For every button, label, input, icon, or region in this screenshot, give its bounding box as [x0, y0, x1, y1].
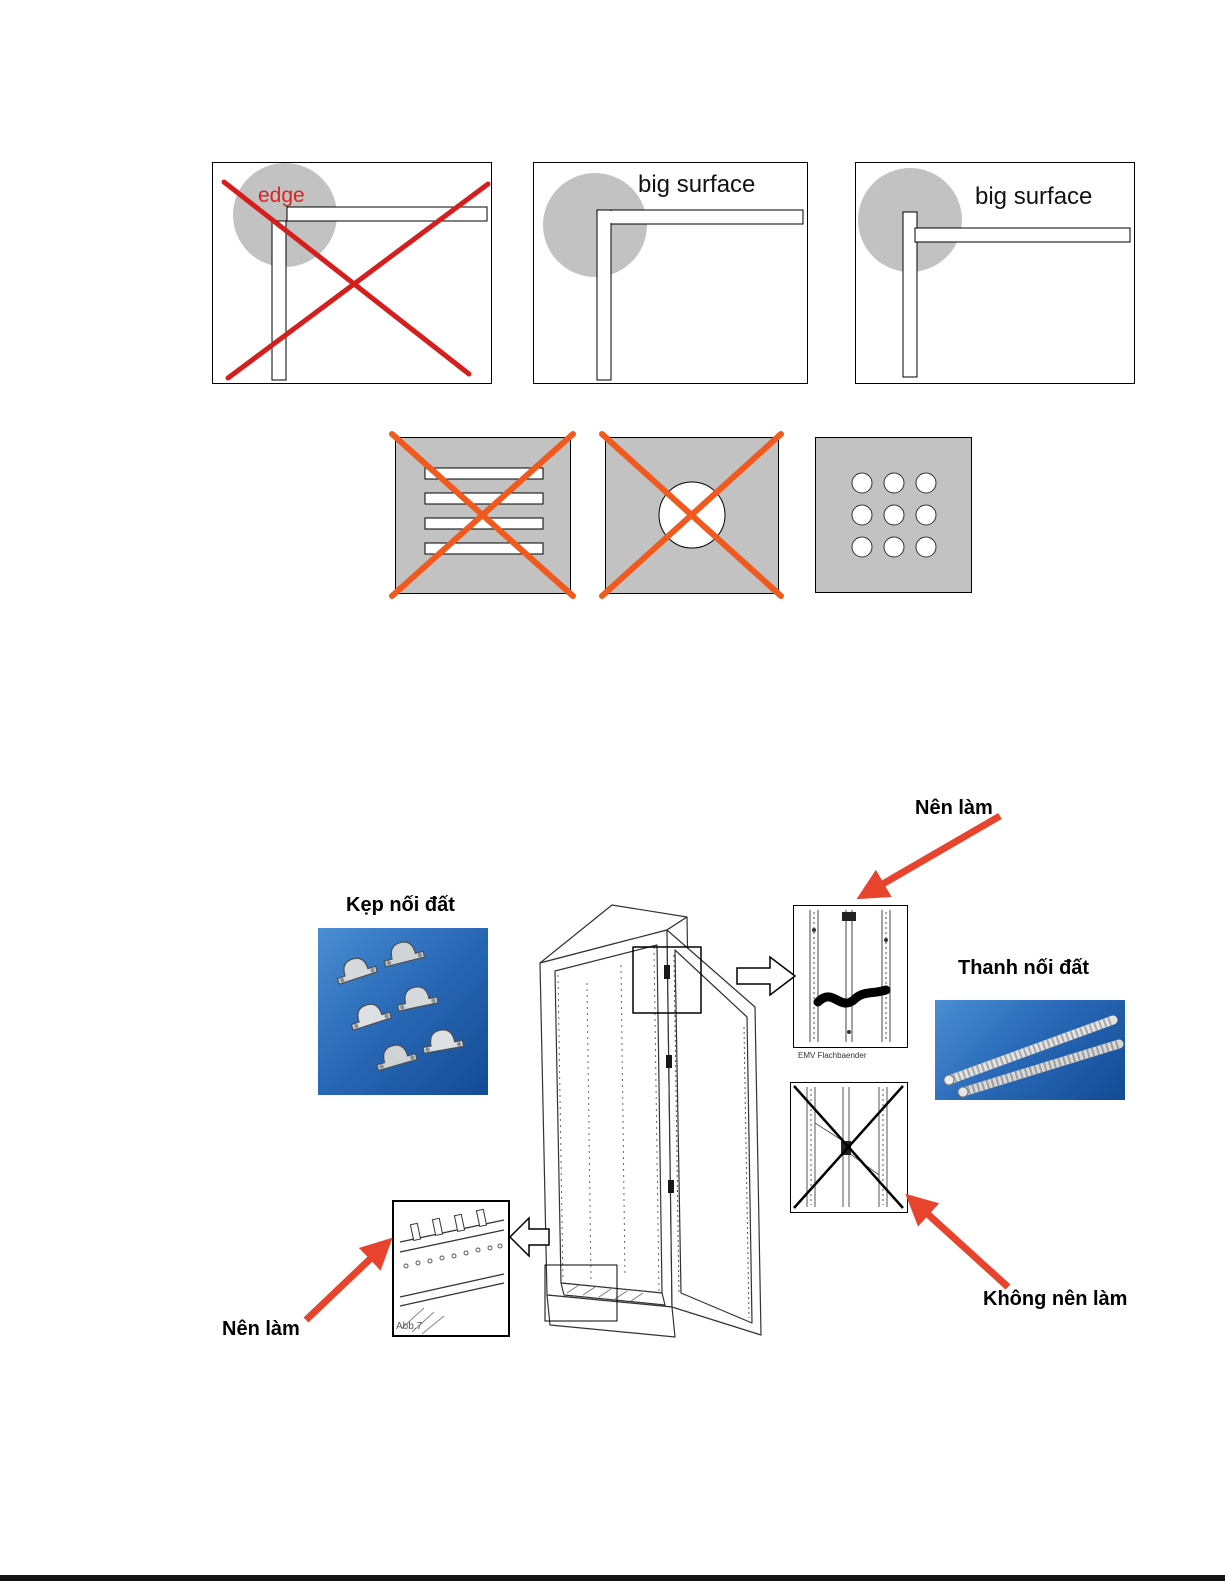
detail-region-bottom	[544, 1264, 618, 1322]
horizontal-bar	[914, 227, 1131, 243]
clamp-shapes	[336, 941, 465, 1072]
horizontal-bar	[599, 209, 804, 225]
small-holes-grid	[851, 472, 937, 558]
door-hinges	[664, 965, 674, 1193]
contact-area-circle	[543, 173, 647, 277]
grounding-strap	[813, 985, 891, 1008]
black-cross-icon	[793, 1085, 904, 1209]
cabinet-base	[546, 1282, 676, 1338]
contact-panel-edge-wrong: edge	[212, 162, 492, 384]
perforation-square-small-holes-good	[815, 437, 972, 593]
screws	[812, 928, 888, 1034]
label-do-bottom: Nên làm	[222, 1318, 300, 1340]
orange-cross-icon	[389, 431, 576, 599]
red-arrow-dont-icon	[905, 1193, 1011, 1290]
joint-fill	[598, 211, 613, 223]
contact-panel-big-surface-1: big surface	[533, 162, 808, 384]
label-ground-straps: Thanh nối đất	[958, 957, 1090, 979]
detail-top-caption: EMV Flachbaender	[798, 1051, 867, 1060]
red-arrow-do-top-icon	[856, 812, 1002, 900]
detail-region-top-hinge	[632, 946, 702, 1014]
perforation-square-slots-wrong	[389, 431, 576, 599]
label-ground-clamps: Kẹp nối đất	[346, 894, 455, 916]
vertical-bar	[902, 211, 918, 378]
label-do-top: Nên làm	[915, 797, 993, 819]
red-cross-icon	[221, 179, 491, 381]
big-surface-label: big surface	[975, 183, 1092, 210]
red-arrow-do-bottom-icon	[303, 1237, 393, 1323]
label-dont: Không nên làm	[983, 1288, 1128, 1310]
long-slots	[424, 467, 544, 555]
detail-door-grounding-bad	[790, 1082, 908, 1213]
door-perforations	[673, 954, 750, 1319]
detail-frame-lines	[809, 910, 891, 1042]
perforation-dots	[403, 1243, 503, 1269]
enclosure-drawing	[515, 895, 770, 1345]
perforation-square-large-hole-wrong	[599, 431, 784, 599]
vertical-bar	[271, 220, 287, 381]
figure-caption: Abb.7	[396, 1321, 423, 1332]
contact-area-circle	[233, 163, 337, 267]
vertical-bar	[596, 209, 612, 381]
page-footer-rule	[0, 1575, 1225, 1581]
floor-hatching	[566, 1284, 644, 1302]
horizontal-bar	[286, 206, 488, 222]
detail-busbar-good	[392, 1200, 510, 1337]
busbar-clamps	[409, 1208, 488, 1242]
strap-shapes	[943, 1015, 1124, 1098]
contact-panel-big-surface-2: big surface	[855, 162, 1135, 384]
detail-door-grounding-good	[793, 905, 908, 1048]
hatching	[401, 1307, 445, 1335]
frame-perforations	[557, 946, 660, 1292]
cabinet-door	[666, 929, 762, 1336]
clamps-photo	[318, 928, 488, 1095]
straps-photo	[935, 1000, 1125, 1100]
orange-cross-icon	[599, 431, 784, 599]
edge-label: edge	[258, 184, 305, 207]
big-surface-label: big surface	[638, 171, 755, 198]
hinge-fitting	[842, 912, 856, 921]
